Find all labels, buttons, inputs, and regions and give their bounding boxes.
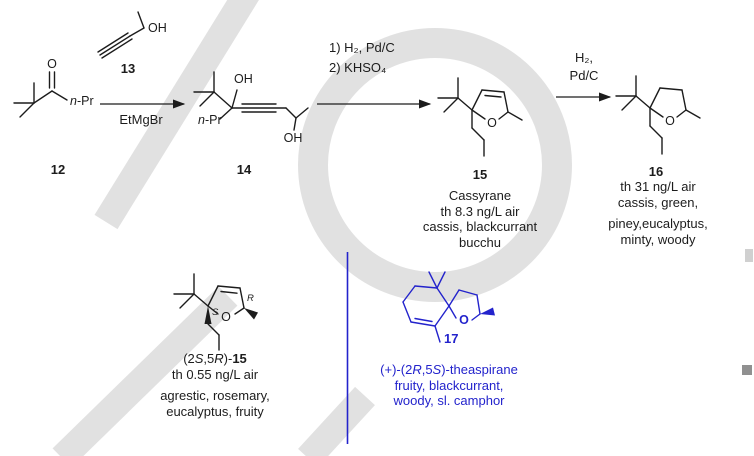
reagent-etmgbr: EtMgBr — [119, 112, 163, 127]
atom-label-o: O — [459, 313, 469, 327]
step3-reagent-line2: Pd/C — [569, 68, 599, 83]
name-part: )- — [223, 351, 233, 366]
stereo-label-s: S — [212, 307, 219, 318]
stereo-label-r: R — [247, 293, 254, 304]
atom-label-oh-top: OH — [234, 72, 253, 86]
name-part-bold: 15 — [232, 351, 247, 366]
atom-label-oh-bottom: OH — [284, 131, 303, 145]
structure-14: OH n -Pr OH — [193, 71, 309, 145]
compound-16-odor-1: cassis, green, — [617, 194, 699, 210]
name-part-italic: S — [432, 362, 442, 377]
atom-label-o: O — [665, 114, 675, 128]
name-part-italic: S — [194, 351, 204, 366]
structure-15-stereoisomer: O S R — [173, 273, 258, 351]
compound-15-stereo-caption: (2S,5R)-15 th 0.55 ng/L air agrestic, ro… — [137, 351, 293, 419]
edge-artifact-1 — [745, 249, 753, 262]
skeleton-bonds — [615, 75, 701, 155]
skeleton-bonds — [437, 77, 523, 157]
atom-label-npr: -Pr — [205, 113, 222, 127]
atom-label-o: O — [47, 57, 57, 71]
wedge-bond-propyl — [204, 306, 212, 324]
compound-16-threshold: th 31 ng/L air — [620, 179, 696, 194]
compound-13-label: 13 — [120, 61, 136, 76]
name-part: (+)-(2 — [380, 362, 413, 377]
compound-17-label: 17 — [444, 331, 459, 346]
edge-artifact-2 — [742, 365, 752, 375]
compound-16-caption: th 31 ng/L air cassis, green, piney,euca… — [583, 179, 733, 247]
compound-15-label: 15 — [472, 167, 488, 182]
structure-15: O — [437, 77, 523, 157]
compound-15-caption: Cassyrane th 8.3 ng/L air cassis, blackc… — [405, 188, 555, 250]
skeleton-bonds — [97, 11, 145, 59]
atom-label-npr-n: n — [198, 113, 205, 127]
compound-16-label: 16 — [648, 164, 664, 179]
wedge-bond-methyl — [244, 308, 258, 320]
name-part-italic: R — [214, 351, 224, 366]
name-part: )-theaspirane — [441, 362, 518, 377]
compound-14-label: 14 — [236, 162, 252, 177]
atom-label-o: O — [487, 116, 497, 130]
compound-15-odor-2: bucchu — [459, 234, 501, 250]
structure-17: O — [402, 271, 495, 343]
compound-16-odor-3: minty, woody — [620, 231, 696, 247]
skeleton-bonds — [13, 71, 68, 118]
atom-label-npr-n: n — [70, 94, 77, 108]
compound-15-odor-1: cassis, blackcurrant — [422, 219, 538, 234]
atom-label-o: O — [221, 310, 231, 324]
name-part: ,5 — [421, 362, 433, 377]
compound-15-stereo-name: (2S,5R)-15 — [137, 351, 293, 367]
structure-12: O n -Pr — [13, 57, 94, 118]
compound-12-label: 12 — [50, 162, 66, 177]
structure-13: OH — [97, 11, 167, 59]
skeleton-bonds — [173, 273, 245, 351]
step2-reagent-line1: 1) H₂, Pd/C — [329, 40, 395, 55]
compound-15-stereo-threshold: th 0.55 ng/L air — [171, 366, 259, 382]
skeleton-bonds — [402, 271, 481, 343]
compound-17-odor-1: fruity, blackcurrant, — [394, 377, 504, 393]
step2-reagent-line2: 2) KHSO₄ — [329, 60, 387, 75]
atom-label-npr: -Pr — [77, 94, 94, 108]
compound-17-odor-2: woody, sl. camphor — [393, 393, 505, 408]
compound-15-stereo-odor-2: eucalyptus, fruity — [166, 403, 264, 419]
step3-reagent-line1: H₂, — [574, 50, 594, 65]
compound-17-caption: (+)-(2R,5S)-theaspirane fruity, blackcur… — [360, 362, 538, 409]
atom-label-oh: OH — [148, 21, 167, 35]
name-part-italic: R — [412, 362, 422, 377]
wedge-bond-methyl — [480, 307, 495, 316]
compound-15-name: Cassyrane — [448, 188, 512, 203]
compound-16-odor-2: piney,eucalyptus, — [608, 216, 708, 231]
compound-17-name: (+)-(2R,5S)-theaspirane — [360, 362, 538, 378]
name-part: (2 — [183, 351, 195, 366]
name-part: ,5 — [203, 351, 215, 366]
compound-15-stereo-odor-1: agrestic, rosemary, — [160, 388, 270, 403]
skeleton-bonds — [193, 71, 309, 131]
compound-15-threshold: th 8.3 ng/L air — [440, 203, 520, 219]
structure-16: O — [615, 75, 701, 155]
